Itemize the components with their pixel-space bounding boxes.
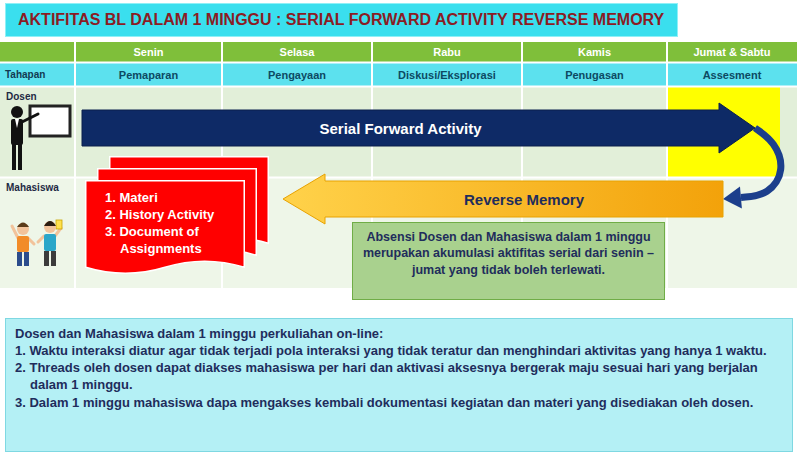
text-area: Serial Forward Activity bbox=[82, 120, 719, 137]
students-icon bbox=[12, 220, 62, 266]
box-shape bbox=[6, 319, 793, 452]
arrow-shape bbox=[82, 103, 755, 153]
box-shape bbox=[353, 223, 665, 300]
teacher-leg bbox=[18, 144, 22, 170]
title-text: AKTIFITAS BL DALAM 1 MINGGU : SERIAL FOR… bbox=[18, 4, 664, 36]
student-leg bbox=[44, 251, 49, 266]
grid-line bbox=[0, 86, 797, 88]
arrowhead bbox=[723, 186, 742, 208]
teacher-tie bbox=[15, 119, 19, 128]
student-hair bbox=[17, 223, 29, 228]
teacher-icon bbox=[11, 106, 70, 170]
grid-line bbox=[666, 42, 668, 288]
student-arm bbox=[38, 236, 44, 242]
student-head bbox=[44, 221, 56, 233]
text-area: Reverse Memory bbox=[325, 191, 723, 208]
day-header: Selasa bbox=[222, 43, 372, 62]
row-header: Tahapan bbox=[5, 64, 73, 86]
node-text: 2. History Activity bbox=[105, 207, 237, 224]
note-box: Absensi Dosen dan Mahasiswa dalam 1 ming… bbox=[352, 222, 665, 300]
text-area: Dosen dan Mahasiswa dalam 1 minggu perku… bbox=[5, 318, 793, 418]
summary-box: Dosen dan Mahasiswa dalam 1 minggu perku… bbox=[5, 318, 793, 452]
node-text: 1. Waktu interaksi diatur agar tidak ter… bbox=[15, 342, 783, 359]
node-text: 1. Materi bbox=[105, 190, 237, 207]
stage-label: Pemaparan bbox=[75, 64, 222, 86]
stage-label: Penugasan bbox=[522, 64, 667, 86]
title-banner: AKTIFITAS BL DALAM 1 MINGGU : SERIAL FOR… bbox=[5, 3, 678, 37]
teacher-leg bbox=[12, 144, 16, 170]
grid-line bbox=[0, 62, 797, 64]
stage-label: Assesment bbox=[667, 64, 797, 86]
header-row bbox=[0, 42, 797, 62]
node-text: Absensi Dosen dan Mahasiswa dalam 1 ming… bbox=[362, 229, 655, 278]
student-arm bbox=[12, 226, 18, 238]
grid-lines bbox=[0, 42, 797, 288]
day-header: Kamis bbox=[522, 43, 667, 62]
student-body bbox=[17, 236, 29, 252]
student-hair bbox=[44, 221, 56, 226]
node-text: Dosen dan Mahasiswa dalam 1 minggu perku… bbox=[15, 325, 783, 342]
node-text: Reverse Memory bbox=[335, 191, 713, 208]
stage-label: Pengayaan bbox=[222, 64, 372, 86]
arrow-shape bbox=[283, 174, 723, 224]
connector-curve bbox=[741, 128, 781, 197]
grid-line bbox=[74, 42, 76, 288]
document-stack: 1. Materi2. History Activity3. Document … bbox=[85, 156, 271, 280]
student-head bbox=[17, 223, 29, 235]
node-text: 3. Document of Assignments bbox=[105, 224, 237, 258]
teacher-head bbox=[11, 106, 23, 118]
student-body bbox=[44, 234, 56, 251]
row-header: Mahasiswa bbox=[6, 180, 74, 196]
student-leg bbox=[24, 252, 29, 266]
student-leg bbox=[51, 251, 56, 266]
document-page bbox=[86, 181, 245, 274]
stage-row bbox=[0, 63, 797, 86]
teacher-body bbox=[11, 119, 23, 145]
text-area: 1. Materi2. History Activity3. Document … bbox=[85, 180, 245, 280]
stage-label: Diskusi/Eksplorasi bbox=[372, 64, 522, 86]
pointing-arm bbox=[22, 114, 38, 122]
reverse-arrow: Reverse Memory bbox=[283, 174, 723, 224]
row-header: Dosen bbox=[6, 89, 72, 105]
student-paper bbox=[56, 220, 62, 229]
node-text: 2. Threads oleh dosen dapat diakses maha… bbox=[15, 359, 783, 393]
student-leg bbox=[17, 252, 22, 266]
forward-arrow: Serial Forward Activity bbox=[82, 103, 755, 153]
node-text: 3. Dalam 1 minggu mahasiswa dapa mengaks… bbox=[15, 394, 783, 411]
day-header: Jumat & Sabtu bbox=[667, 43, 797, 62]
day-header: Rabu bbox=[372, 43, 522, 62]
day-header: Senin bbox=[75, 43, 222, 62]
node-text: Serial Forward Activity bbox=[92, 120, 709, 137]
text-area: Absensi Dosen dan Mahasiswa dalam 1 ming… bbox=[352, 222, 665, 285]
blackboard bbox=[30, 106, 70, 136]
